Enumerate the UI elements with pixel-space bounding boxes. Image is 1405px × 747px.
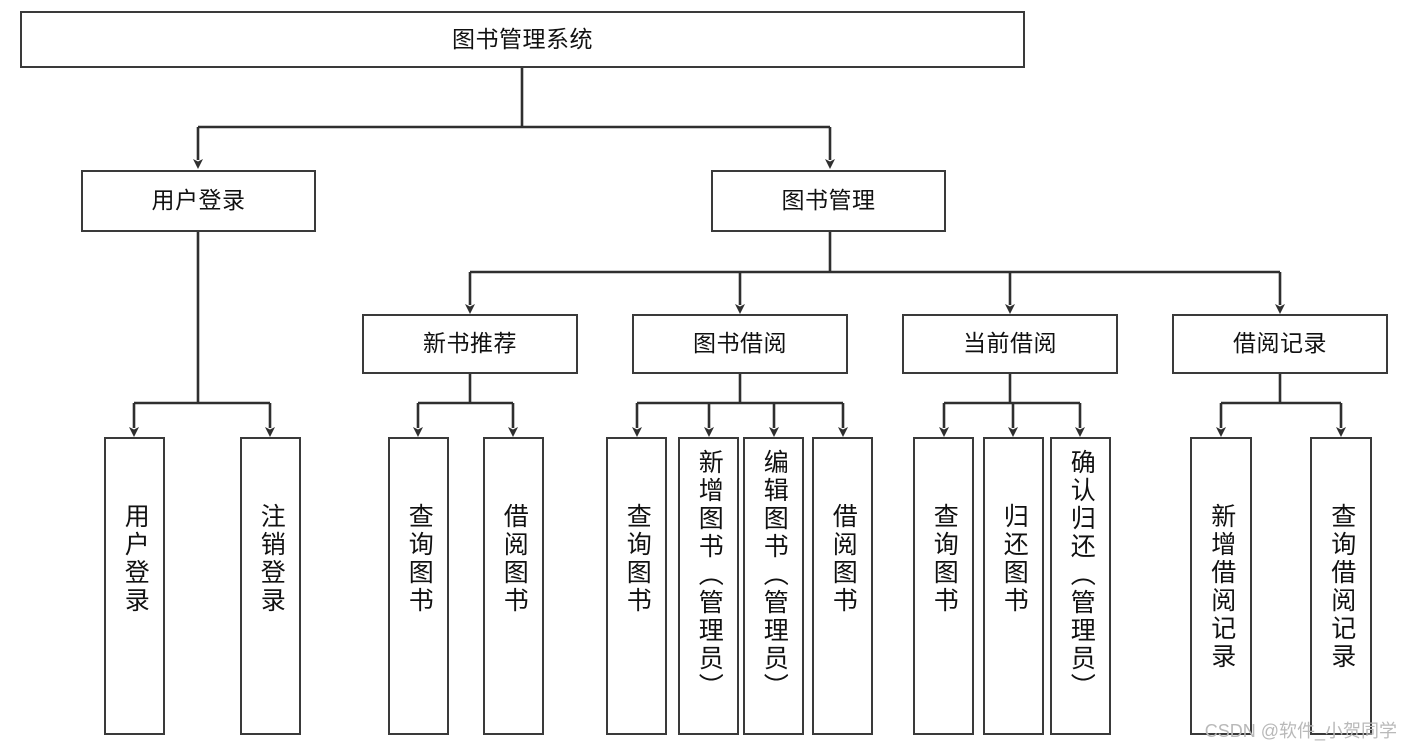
node-label: 新增图书（管理员）: [695, 449, 724, 701]
node-leaf-edit-book[interactable]: 编辑图书（管理员）: [743, 437, 804, 735]
node-leaf-logout[interactable]: 注销登录: [240, 437, 301, 735]
node-label: 用户登录: [121, 503, 150, 615]
node-label: 归还图书: [1000, 503, 1029, 615]
node-leaf-query-book-new-rec[interactable]: 查询图书: [388, 437, 449, 735]
node-label: 查询图书: [623, 503, 652, 615]
node-label: 图书管理: [781, 187, 876, 214]
node-user-login[interactable]: 用户登录: [81, 170, 316, 232]
node-leaf-return-book[interactable]: 归还图书: [983, 437, 1044, 735]
node-label: 注销登录: [257, 503, 286, 615]
node-label: 借阅图书: [829, 503, 858, 615]
node-label: 借阅记录: [1233, 330, 1327, 357]
node-label: 编辑图书（管理员）: [760, 449, 789, 701]
node-label: 新书推荐: [423, 330, 517, 357]
node-label: 图书管理系统: [452, 25, 593, 52]
node-leaf-query-book-current[interactable]: 查询图书: [913, 437, 974, 735]
node-book-borrow[interactable]: 图书借阅: [632, 314, 848, 374]
node-label: 借阅图书: [500, 503, 529, 615]
node-label: 查询图书: [930, 503, 959, 615]
node-book-manage[interactable]: 图书管理: [711, 170, 946, 232]
node-new-book-recommend[interactable]: 新书推荐: [362, 314, 578, 374]
node-leaf-borrow-book-new-rec[interactable]: 借阅图书: [483, 437, 544, 735]
node-leaf-query-book-borrow[interactable]: 查询图书: [606, 437, 667, 735]
node-label: 当前借阅: [963, 330, 1057, 357]
node-label: 查询借阅记录: [1327, 503, 1356, 671]
node-root-book-management-system[interactable]: 图书管理系统: [20, 11, 1025, 68]
node-leaf-query-borrow-record[interactable]: 查询借阅记录: [1310, 437, 1372, 735]
node-label: 确认归还（管理员）: [1067, 449, 1096, 701]
node-leaf-add-borrow-record[interactable]: 新增借阅记录: [1190, 437, 1252, 735]
node-leaf-borrow-book[interactable]: 借阅图书: [812, 437, 873, 735]
node-current-borrow[interactable]: 当前借阅: [902, 314, 1118, 374]
node-label: 查询图书: [405, 503, 434, 615]
node-leaf-user-login[interactable]: 用户登录: [104, 437, 165, 735]
node-label: 用户登录: [151, 187, 246, 214]
node-label: 图书借阅: [693, 330, 787, 357]
node-borrow-record[interactable]: 借阅记录: [1172, 314, 1388, 374]
node-leaf-confirm-return[interactable]: 确认归还（管理员）: [1050, 437, 1111, 735]
node-leaf-add-book[interactable]: 新增图书（管理员）: [678, 437, 739, 735]
csdn-watermark: CSDN @软件_小贺同学: [1204, 721, 1397, 741]
node-label: 新增借阅记录: [1207, 503, 1236, 671]
